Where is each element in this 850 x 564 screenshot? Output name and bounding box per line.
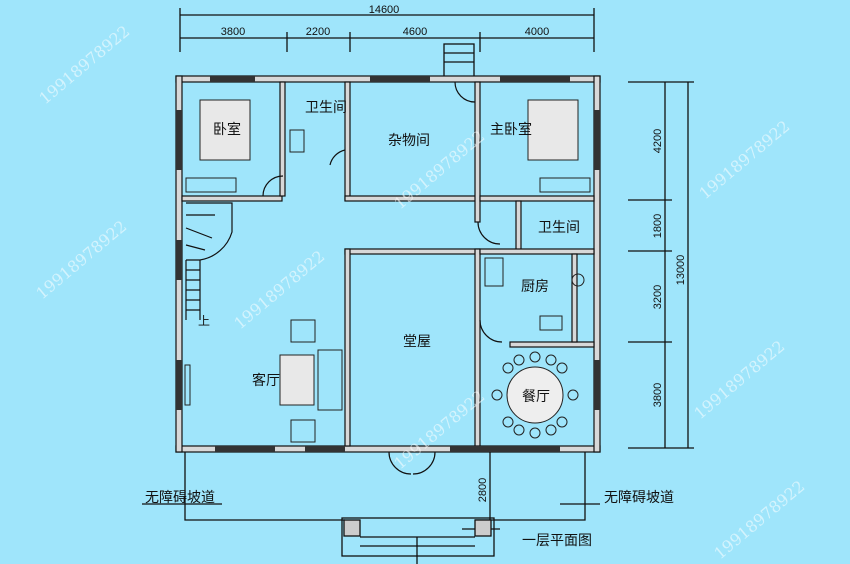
dim-right-2: 1800 [652,214,664,238]
room-hall: 堂屋 [403,334,431,350]
room-master-bedroom: 主卧室 [490,121,532,138]
plan-title: 一层平面图 [522,533,592,549]
dim-right-1: 4200 [652,129,664,153]
ramp-label-right: 无障碍坡道 [604,490,674,506]
watermark: 19918978922 [390,387,488,474]
furniture [184,99,591,443]
room-kitchen: 厨房 [521,279,549,295]
watermark: 19918978922 [710,477,808,564]
dim-top-total: 14600 [369,4,400,16]
watermark: 19918978922 [35,22,133,109]
room-bathroom-2: 卫生间 [538,220,580,236]
watermark: 19918978922 [32,217,130,304]
watermarks: 19918978922 19918978922 19918978922 1991… [32,22,808,564]
dim-right-4: 3800 [652,383,664,407]
room-living: 客厅 [252,372,280,389]
watermark: 19918978922 [695,117,793,204]
dim-right-total: 13000 [675,255,687,286]
dim-top-4: 4000 [525,26,549,38]
dim-porch: 2800 [477,478,489,502]
stair-up-label: 上 [198,314,210,328]
room-storage: 杂物间 [388,133,430,149]
watermark: 19918978922 [690,337,788,424]
dim-right-3: 3200 [652,285,664,309]
doors [185,81,503,475]
dim-top-2: 2200 [306,26,330,38]
ramp-label-left: 无障碍坡道 [145,490,215,506]
dimension-lines [142,8,694,530]
porch [184,43,586,564]
dim-top-1: 3800 [221,26,245,38]
dim-top-3: 4600 [403,26,427,38]
room-bathroom-1: 卫生间 [305,100,347,116]
room-dining: 餐厅 [522,389,550,405]
windows [176,76,600,452]
room-bedroom: 卧室 [213,121,241,138]
